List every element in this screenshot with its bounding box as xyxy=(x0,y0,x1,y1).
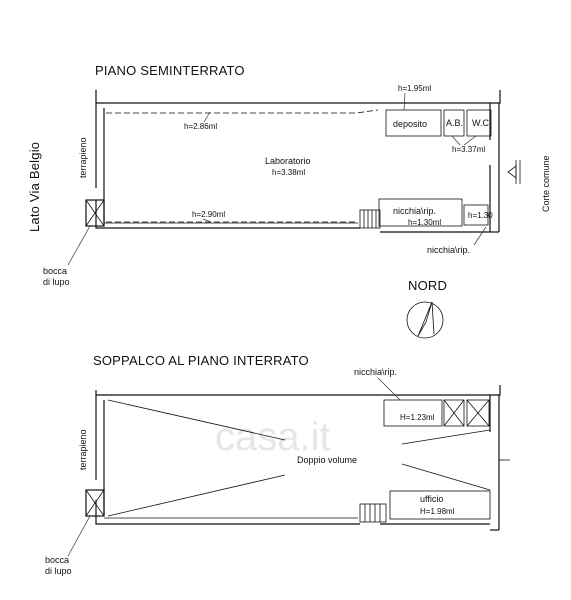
north-arrow-icon xyxy=(406,301,444,339)
mezzanine-terrapieno-label: terrapieno xyxy=(78,429,88,470)
basement-walls xyxy=(95,90,501,233)
nord-label: NORD xyxy=(408,278,447,293)
mezzanine-title: SOPPALCO AL PIANO INTERRATO xyxy=(93,353,309,368)
mezzanine-bocca-di-lupo-icon xyxy=(85,489,105,517)
mezzanine-stairs xyxy=(359,503,387,523)
laboratorio-label: Laboratorio xyxy=(265,156,311,166)
ufficio-label: ufficio xyxy=(420,494,443,504)
basement-title: PIANO SEMINTERRATO xyxy=(95,63,245,78)
mezzanine-walls xyxy=(95,385,510,531)
entrance-arrow-icon xyxy=(507,160,521,184)
ufficio-height: H=1.98ml xyxy=(420,507,455,516)
basement-nicchia-label: nicchia\rip. xyxy=(393,206,436,216)
corte-comune-label: Corte comune xyxy=(541,155,551,212)
deposito-label: deposito xyxy=(393,119,427,129)
ab-label: A.B. xyxy=(446,118,463,128)
doppio-volume-label: Doppio volume xyxy=(297,455,357,465)
wc-label: W.C. xyxy=(472,118,492,128)
basement-bocca-di-lupo-icon xyxy=(85,199,105,227)
basement-small-height: h=1.30 xyxy=(468,211,493,220)
basement-bocca-label-2: di lupo xyxy=(43,277,70,287)
basement-h-bottom: h=2.90ml xyxy=(192,210,225,219)
basement-stairs xyxy=(359,209,381,229)
basement-nicchia-height: h=1.30ml xyxy=(408,218,441,227)
mezzanine-nicchia-label: nicchia\rip. xyxy=(354,367,397,377)
basement-nicchia-out-label: nicchia\rip. xyxy=(427,245,470,255)
lato-via-belgio-label: Lato Via Belgio xyxy=(27,142,42,232)
wc-height: h=3.37ml xyxy=(452,145,485,154)
mezzanine-bocca-label-1: bocca xyxy=(45,555,69,565)
mezzanine-bocca-label-2: di lupo xyxy=(45,566,72,576)
basement-bocca-label-1: bocca xyxy=(43,266,67,276)
basement-terrapieno-label: terrapieno xyxy=(78,137,88,178)
deposito-height: h=1.95ml xyxy=(398,84,431,93)
mezzanine-nicchia-height: H=1.23ml xyxy=(400,413,435,422)
basement-h-top: h=2.86ml xyxy=(184,122,217,131)
laboratorio-height: h=3.38ml xyxy=(272,168,305,177)
basement-dashed-outline xyxy=(106,109,379,114)
